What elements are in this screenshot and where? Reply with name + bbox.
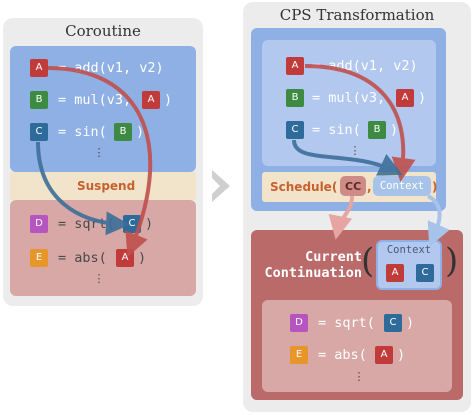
- schedule-label: Schedule(: [270, 180, 338, 194]
- continuation-label-line2: Continuation: [264, 265, 362, 281]
- arrow-context-to-box: [426, 194, 450, 248]
- line-b-code: = mul(v3,: [58, 92, 132, 108]
- ellipsis-upper-left: ⋮: [93, 146, 105, 159]
- var-b-tag: B: [30, 91, 48, 109]
- cps-line-c-code: = sin(: [312, 122, 361, 138]
- cps-var-d-tag: D: [290, 314, 308, 332]
- arrow-a-to-abs: [47, 66, 153, 258]
- var-d-tag: D: [30, 215, 48, 233]
- cps-arg-a-tag-lower: A: [375, 346, 393, 364]
- continuation-label-line1: Current: [305, 249, 362, 265]
- ellipsis-lower-left: ⋮: [93, 272, 105, 285]
- cps-line-d-code: = sqrt(: [318, 315, 375, 331]
- line-d-close: ): [145, 216, 154, 232]
- arg-b-tag: B: [114, 123, 132, 141]
- cps-line-d-close: ): [406, 315, 415, 331]
- cps-line-b-code: = mul(v3,: [312, 90, 386, 106]
- cps-var-e-tag: E: [290, 346, 308, 364]
- arrow-a-to-context: [304, 64, 416, 182]
- ellipsis-upper-right: ⋮: [349, 144, 361, 157]
- cps-arg-a-tag: A: [396, 89, 414, 107]
- var-c-tag: C: [30, 123, 48, 141]
- var-a-tag: A: [30, 59, 48, 77]
- context-title: Context: [386, 244, 432, 256]
- schedule-context-label: Context: [379, 180, 425, 192]
- cps-title: CPS Transformation: [279, 6, 435, 24]
- schedule-close: ): [432, 180, 438, 194]
- arrow-cc-to-continuation: [328, 195, 354, 240]
- line-c-code: = sin(: [58, 124, 107, 140]
- var-e-tag: E: [30, 249, 48, 267]
- ellipsis-lower-right: ⋮: [353, 370, 365, 383]
- cps-line-b-close: ): [418, 90, 427, 106]
- continuation-paren-close: ): [445, 241, 459, 281]
- cps-arg-c-tag: C: [384, 314, 402, 332]
- context-a-tag: A: [386, 264, 404, 282]
- cps-arg-b-tag: B: [368, 121, 386, 139]
- cps-var-c-tag: C: [286, 121, 304, 139]
- suspend-label: Suspend: [77, 179, 136, 193]
- line-b-close: ): [164, 92, 173, 108]
- cps-line-e-close: ): [397, 347, 406, 363]
- line-d-code: = sqrt(: [58, 216, 115, 232]
- cps-line-c-close: ): [390, 122, 399, 138]
- line-c-close: ): [136, 124, 145, 140]
- arrow-c-to-sqrt: [36, 141, 130, 236]
- line-e-close: ): [138, 250, 147, 266]
- schedule-context-chip: [373, 176, 431, 196]
- coroutine-title: Coroutine: [65, 22, 141, 40]
- continuation-paren-open: (: [361, 241, 375, 281]
- schedule-cc-label: CC: [345, 180, 362, 193]
- schedule-cc-chip: [340, 176, 366, 196]
- arrow-c-to-context: [292, 139, 403, 176]
- arg-a-tag: A: [142, 91, 160, 109]
- context-c-tag: C: [416, 264, 434, 282]
- line-e-code: = abs(: [58, 250, 107, 266]
- cps-var-b-tag: B: [286, 89, 304, 107]
- chevron-right-icon: [212, 170, 230, 202]
- cps-line-e-code: = abs(: [318, 347, 367, 363]
- cps-var-a-tag: A: [286, 57, 304, 75]
- suspend-band: [10, 172, 196, 200]
- schedule-comma: ,: [367, 180, 372, 194]
